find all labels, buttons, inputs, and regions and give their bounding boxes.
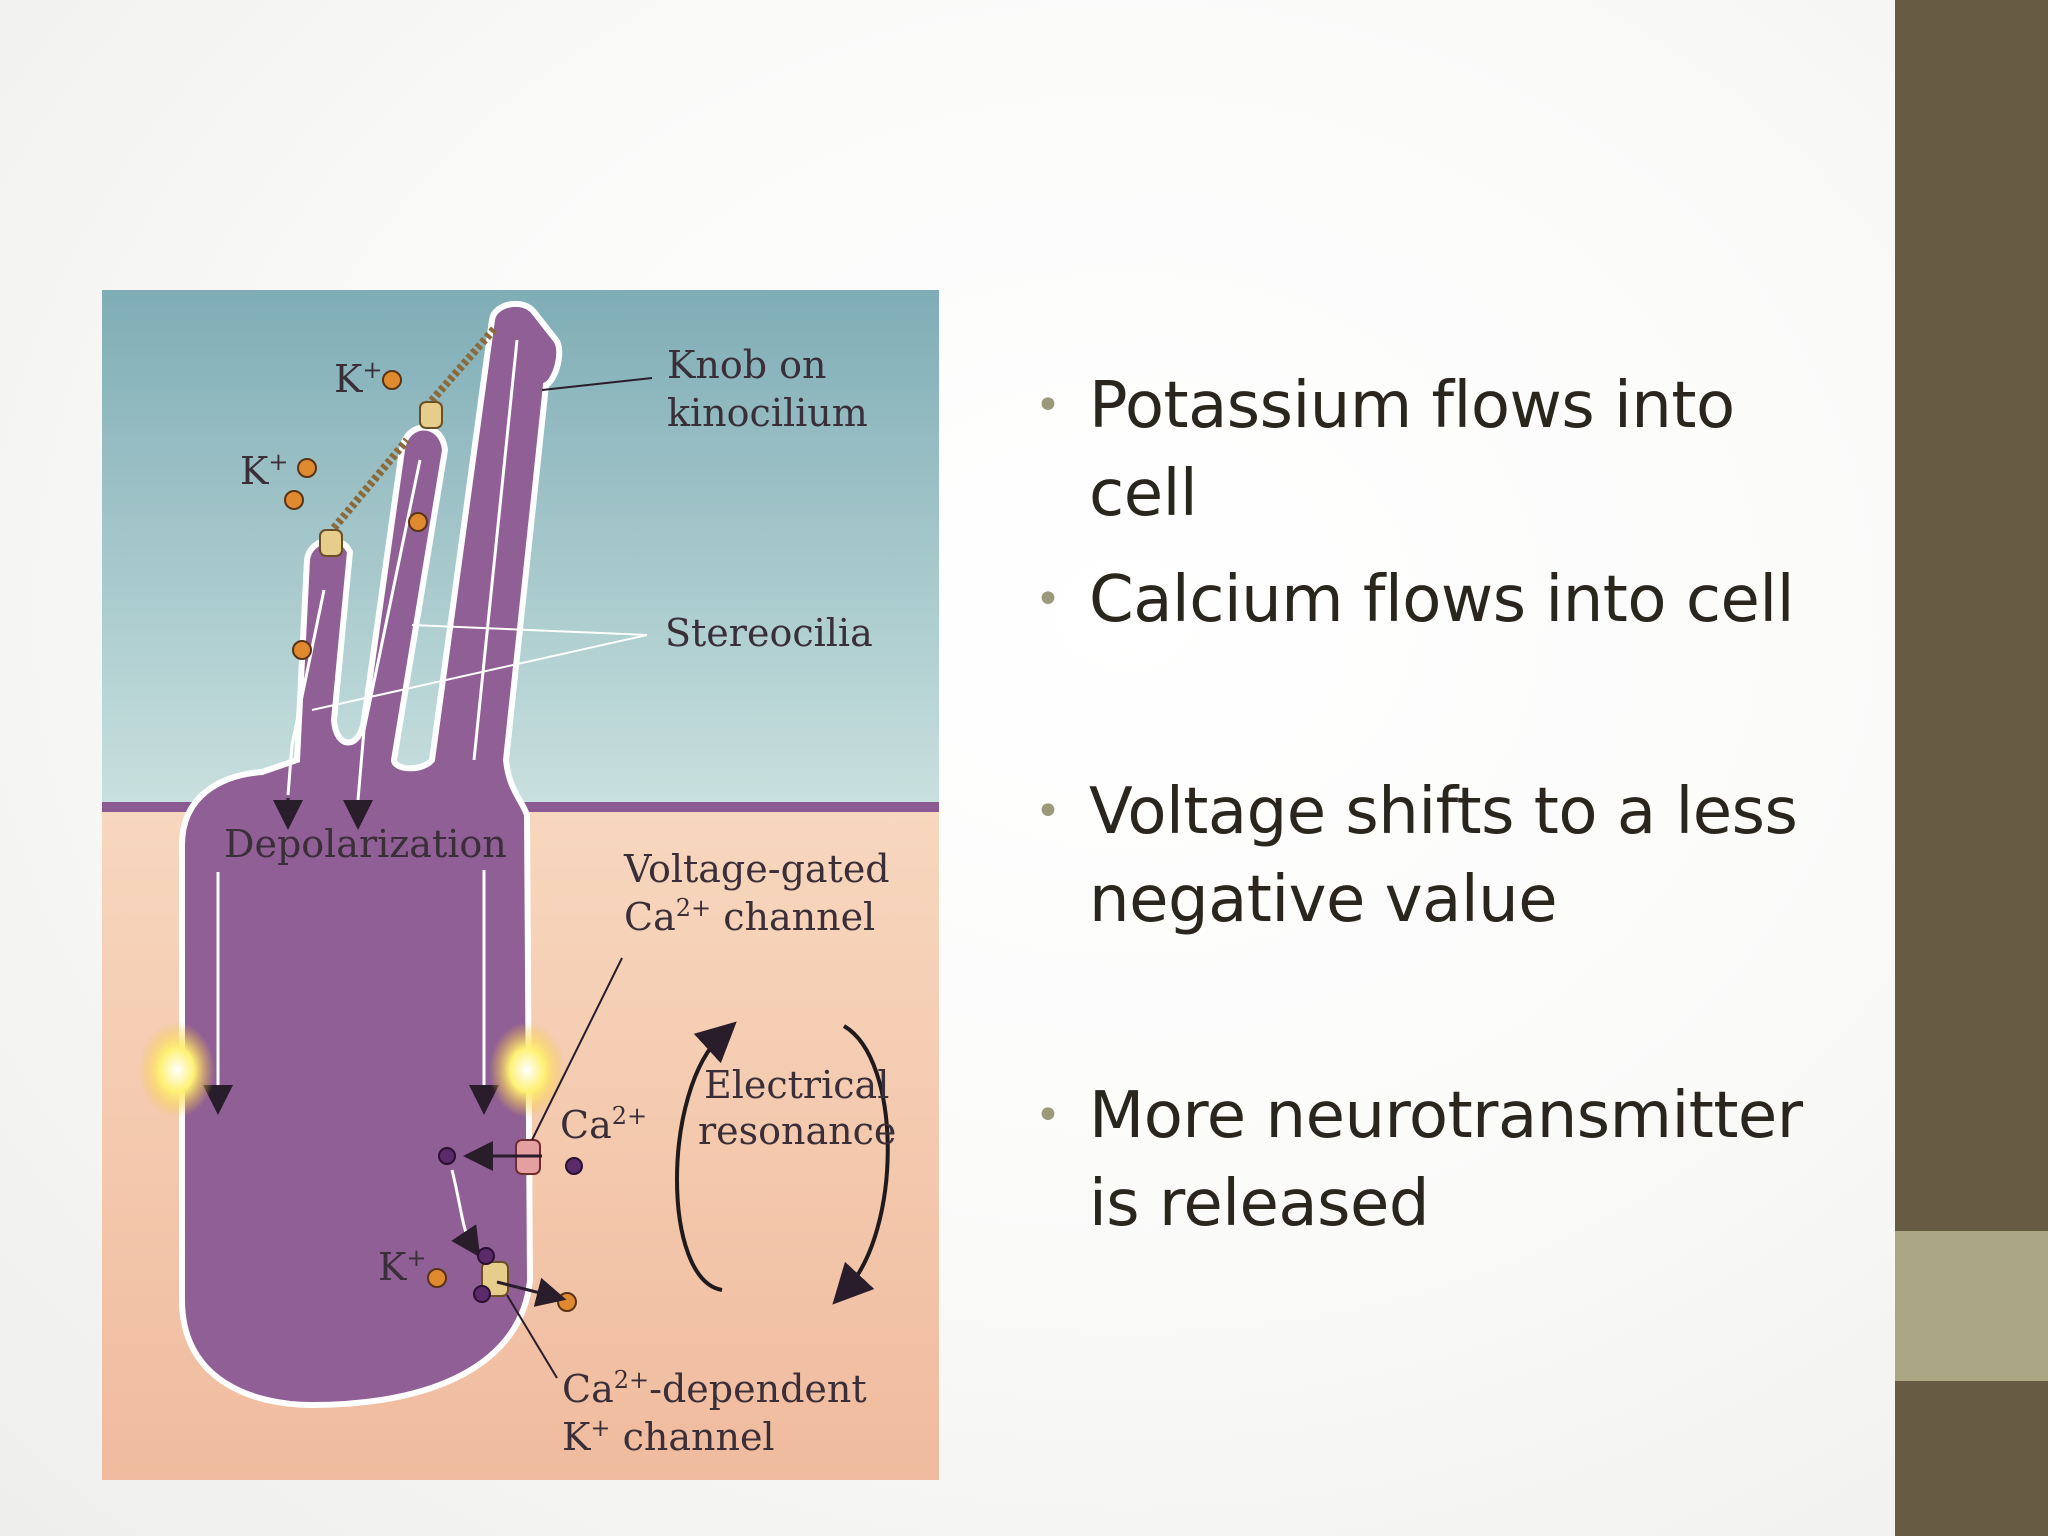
knob-label-line2: kinocilium bbox=[667, 391, 868, 435]
bullet-item: • More neurotransmitter is released bbox=[1035, 1072, 1835, 1248]
ca-channel-leader bbox=[531, 957, 623, 1141]
k-ion bbox=[408, 512, 428, 532]
ca-ion bbox=[565, 1157, 583, 1175]
hair-cell-body bbox=[179, 300, 563, 1409]
stereocilia-leader-1 bbox=[411, 624, 648, 636]
ca-ion bbox=[477, 1247, 495, 1265]
ca-dependent-label-line2: K+ channel bbox=[562, 1414, 775, 1459]
bullet-item: • Voltage shifts to a less negative valu… bbox=[1035, 768, 1835, 944]
k-efflux-arrow bbox=[496, 1277, 567, 1307]
resonance-arc-right bbox=[832, 1024, 890, 1305]
resonance-arc-left bbox=[675, 1021, 737, 1292]
tip-channel-upper bbox=[419, 401, 443, 429]
bullet-text: Voltage shifts to a less negative value bbox=[1089, 775, 1798, 937]
k-ion bbox=[297, 458, 317, 478]
resonance-label-line1: Electrical bbox=[704, 1063, 889, 1107]
bullet-text: Calcium flows into cell bbox=[1089, 563, 1794, 637]
voltage-gated-label-line2: Ca2+ channel bbox=[624, 894, 875, 939]
bullet-item: • Potassium flows into cell bbox=[1035, 362, 1835, 538]
ca-ion bbox=[438, 1147, 456, 1165]
bullet-dot-icon: • bbox=[1035, 574, 1061, 625]
ca-to-k-arrow bbox=[450, 1169, 481, 1258]
k-ion bbox=[382, 370, 402, 390]
depolarization-flash-right bbox=[489, 1022, 565, 1118]
k-ion bbox=[427, 1268, 447, 1288]
bullet-text: Potassium flows into cell bbox=[1089, 369, 1735, 531]
k-label-mid: K+ bbox=[240, 448, 289, 493]
bullet-item: • Calcium flows into cell bbox=[1035, 556, 1835, 644]
tip-channel-lower bbox=[319, 529, 343, 557]
k-channel-leader bbox=[506, 1294, 558, 1379]
resonance-label-line2: resonance bbox=[698, 1109, 896, 1153]
tip-link-lower bbox=[330, 437, 411, 531]
slide-sidebar-accent bbox=[1895, 1231, 2048, 1381]
ca-dependent-label-line1: Ca2+-dependent bbox=[562, 1366, 867, 1411]
bullet-dot-icon: • bbox=[1035, 380, 1061, 431]
stereocilia-core-1 bbox=[286, 589, 326, 796]
hair-cell-diagram: K+ K+ Knob on kinocilium Stereocilia Dep… bbox=[102, 290, 939, 1480]
k-ion bbox=[557, 1292, 577, 1312]
stereocilia-label: Stereocilia bbox=[665, 611, 873, 655]
voltage-gated-label-line1: Voltage-gated bbox=[623, 847, 890, 891]
tip-link-upper bbox=[423, 325, 499, 409]
stereocilia-leader-2 bbox=[311, 634, 648, 711]
bullet-dot-icon: • bbox=[1035, 786, 1061, 837]
k-label-top: K+ bbox=[334, 356, 383, 401]
ca-ion-label: Ca2+ bbox=[560, 1102, 647, 1147]
knob-leader bbox=[541, 377, 653, 391]
knob-label-line1: Knob on bbox=[667, 343, 827, 387]
hair-cell-svg: K+ K+ Knob on kinocilium Stereocilia Dep… bbox=[102, 290, 939, 1480]
kinocilium-core bbox=[472, 339, 519, 761]
ca-ion bbox=[473, 1285, 491, 1303]
k-label-low: K+ bbox=[378, 1244, 427, 1289]
bullet-dot-icon: • bbox=[1035, 1090, 1061, 1141]
depolarization-label: Depolarization bbox=[224, 822, 507, 866]
k-channel bbox=[481, 1261, 509, 1297]
bullet-text: More neurotransmitter is released bbox=[1089, 1079, 1803, 1241]
depolarization-flash-left bbox=[139, 1022, 215, 1118]
k-ion bbox=[284, 490, 304, 510]
stereocilia-core-2 bbox=[356, 459, 422, 801]
k-ion bbox=[292, 640, 312, 660]
